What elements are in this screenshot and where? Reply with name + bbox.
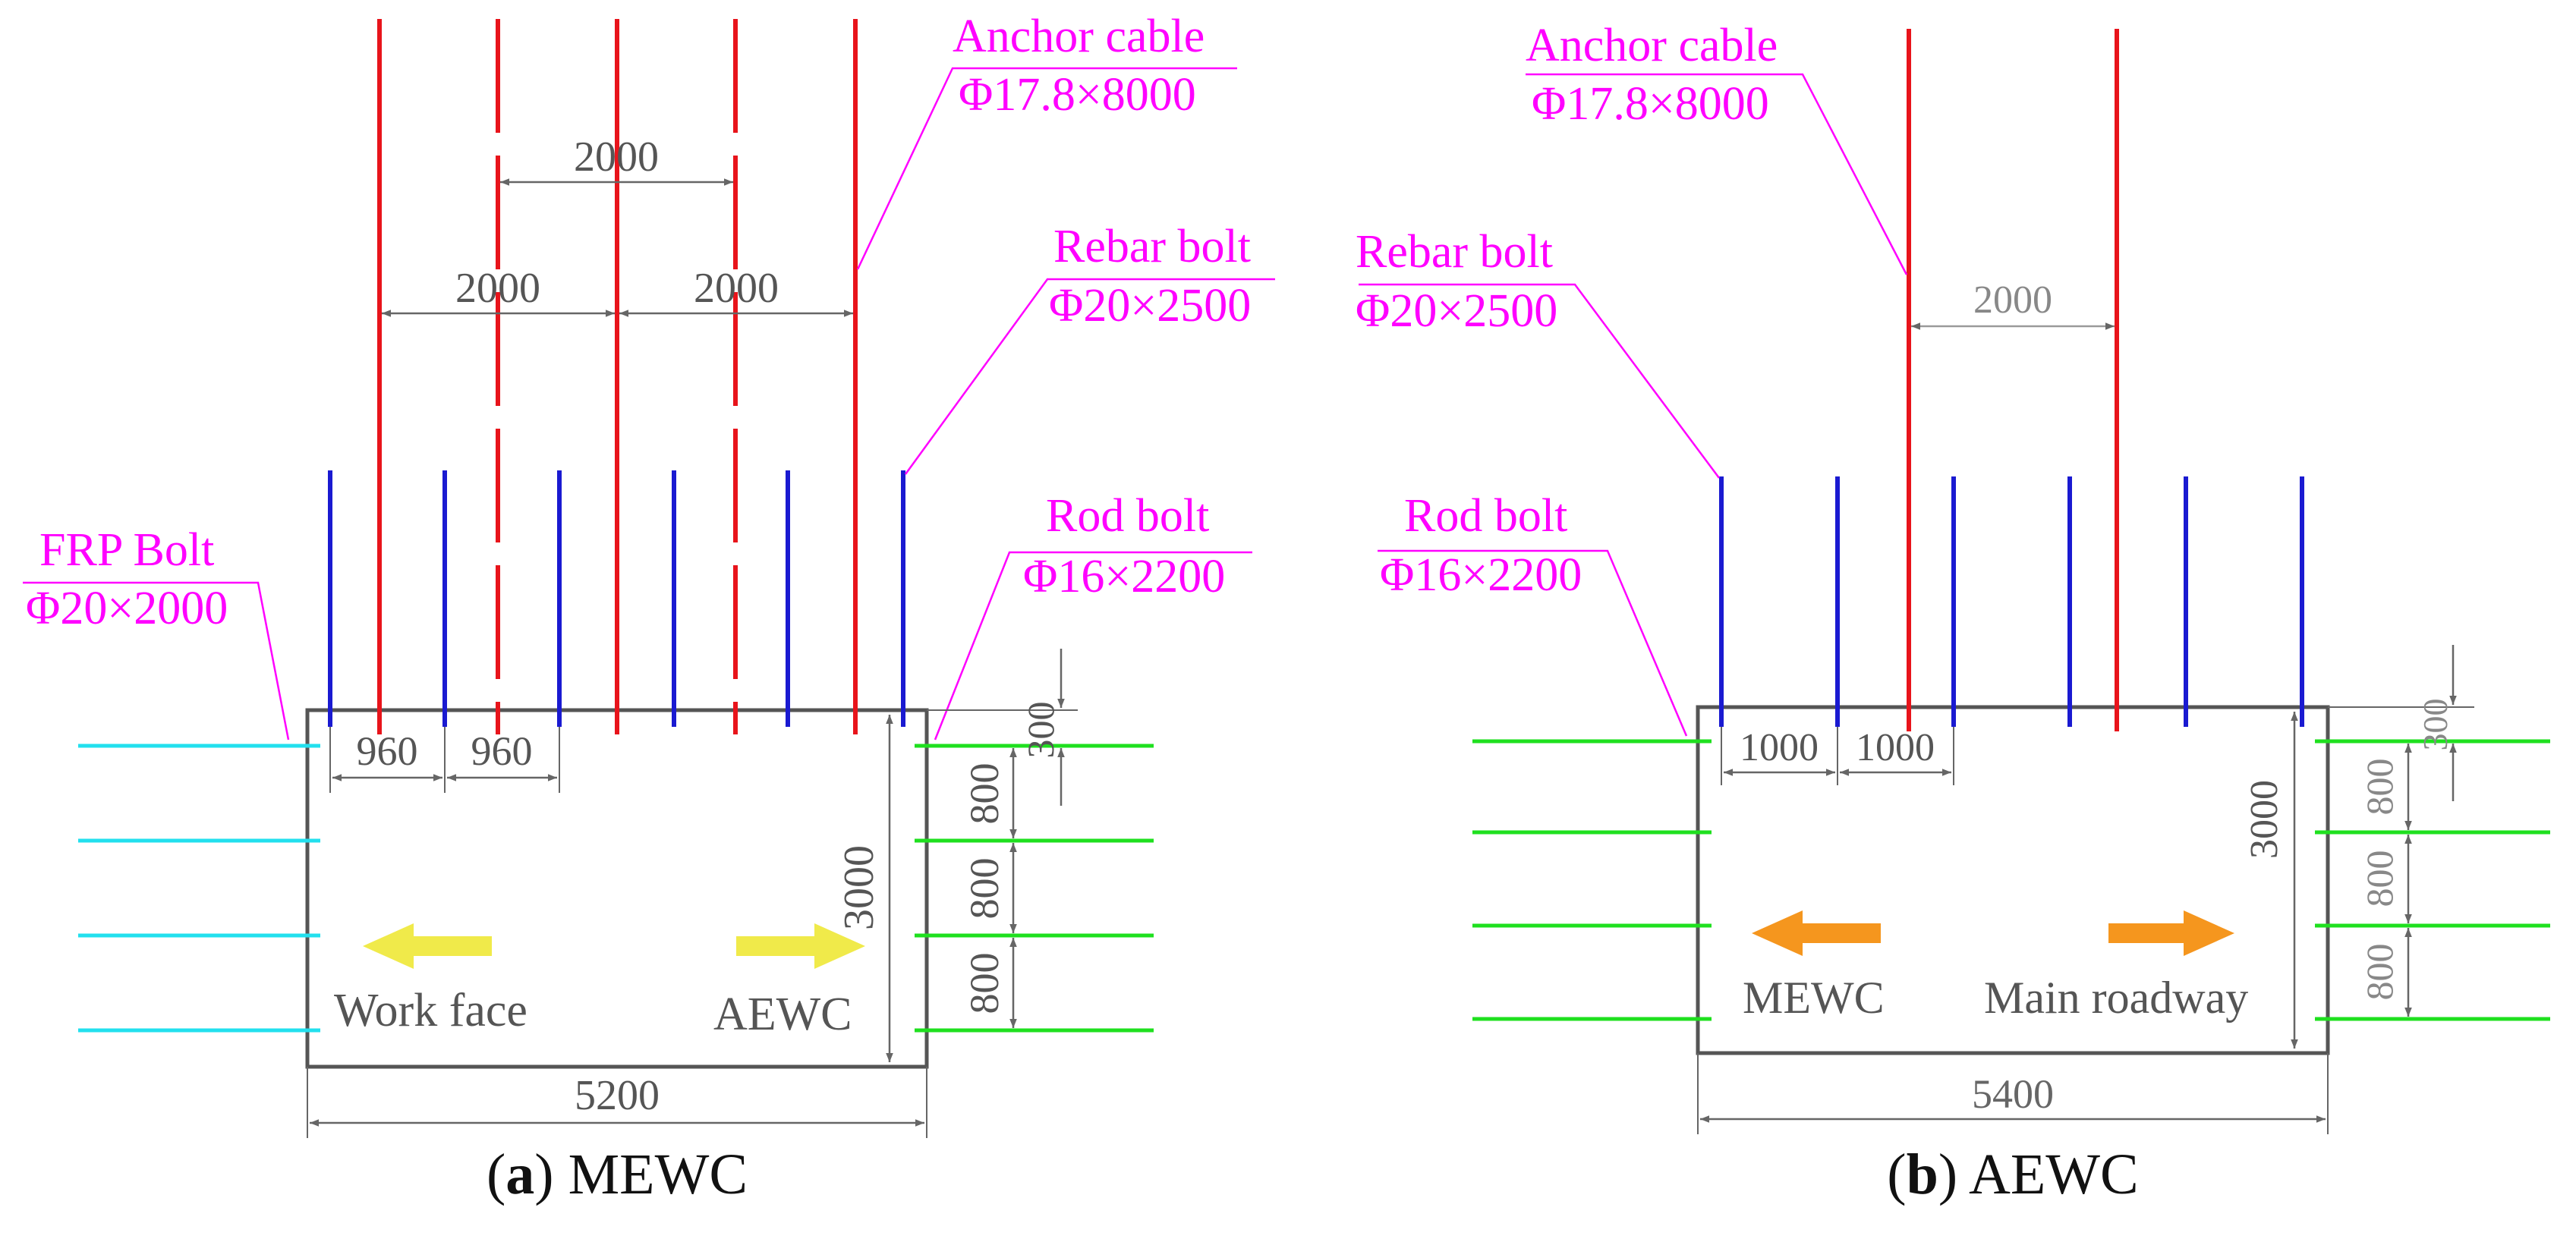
anchor-cable-spec: Φ17.8×8000 [1532, 78, 1769, 130]
rebar-bolt-label: Rebar bolt [1356, 226, 1553, 278]
dim-side-spacing-1: 800 [2358, 759, 2401, 816]
caption-letter-b: b [1906, 1143, 1938, 1206]
dim-width: 5200 [575, 1072, 660, 1119]
dim-side-spacing-3: 800 [2358, 944, 2401, 1001]
rod-bolt-spec: Φ16×2200 [1023, 551, 1225, 602]
anchor-cable-label: Anchor cable [953, 11, 1205, 62]
dim-cable-spacing-top: 2000 [574, 134, 659, 181]
rebar-bolt-spec: Φ20×2500 [1356, 285, 1557, 337]
arrow-right-icon [2108, 910, 2234, 956]
leader-line-rod-bolt [934, 551, 1252, 740]
leader-line-anchor-cable [856, 67, 1237, 270]
leader-line-rebar-bolt [1359, 283, 1721, 479]
leader-line-rebar-bolt [904, 278, 1275, 475]
leader-line-rod-bolt [1378, 549, 1688, 737]
panel-b: Anchor cable Φ17.8×8000 Rebar bolt Φ20×2… [1356, 20, 2550, 1134]
anchor-cable-label: Anchor cable [1526, 20, 1778, 71]
dim-side-spacing-2: 800 [962, 858, 1007, 920]
caption-b: (b) AEWC [1887, 1143, 2139, 1206]
roadway-outline-b [1696, 705, 2330, 1055]
dim-height: 3000 [2243, 780, 2286, 859]
dim-side-spacing-1: 800 [962, 763, 1007, 825]
panel-a: Anchor cable Φ17.8×8000 Rebar bolt Φ20×2… [23, 11, 1275, 1138]
dim-bolt-spacing-2: 1000 [1856, 726, 1935, 769]
dim-side-spacing-3: 800 [962, 953, 1007, 1014]
dim-side-offset: 300 [1019, 702, 1062, 759]
caption-text-b: AEWC [1968, 1143, 2139, 1206]
caption-text-a: MEWC [568, 1143, 748, 1206]
caption-letter-a: a [505, 1143, 535, 1206]
dim-cable-spacing-right: 2000 [694, 265, 779, 312]
dim-side-offset: 300 [2416, 699, 2455, 751]
rod-bolt-label: Rod bolt [1046, 490, 1209, 542]
dim-bolt-spacing-2: 960 [471, 728, 533, 774]
frp-bolt-spec: Φ20×2000 [26, 583, 228, 634]
direction-right-label: AEWC [713, 989, 852, 1040]
direction-right-label: Main roadway [1984, 973, 2248, 1023]
anchor-cable-spec: Φ17.8×8000 [959, 69, 1196, 121]
frp-bolt-label: FRP Bolt [39, 524, 214, 576]
rod-bolt-label: Rod bolt [1404, 490, 1567, 542]
arrow-left-icon [1752, 910, 1881, 956]
rebar-bolt-spec: Φ20×2500 [1049, 280, 1251, 332]
caption-a: (a) MEWC [486, 1143, 748, 1206]
direction-left-label: MEWC [1743, 973, 1885, 1023]
rod-bolt-spec: Φ16×2200 [1380, 549, 1582, 601]
dim-cable-spacing: 2000 [1973, 278, 2052, 322]
leader-line-anchor-cable [1526, 73, 1908, 275]
dim-bolt-spacing-1: 1000 [1740, 726, 1819, 769]
dim-side-spacing-2: 800 [2358, 851, 2401, 907]
dim-height: 3000 [836, 845, 883, 930]
direction-left-label: Work face [334, 985, 527, 1036]
dim-cable-spacing-left: 2000 [455, 265, 540, 312]
dim-width: 5400 [1972, 1071, 2054, 1117]
arrow-left-icon [363, 923, 492, 969]
leader-line-frp-bolt [23, 581, 290, 740]
dim-bolt-spacing-1: 960 [357, 728, 418, 774]
arrow-right-icon [736, 923, 865, 969]
rebar-bolt-label: Rebar bolt [1053, 221, 1251, 272]
